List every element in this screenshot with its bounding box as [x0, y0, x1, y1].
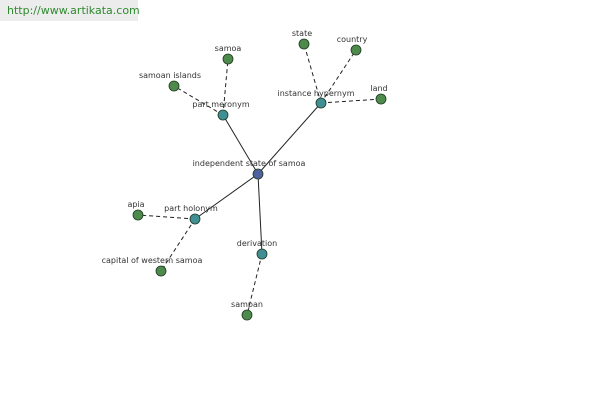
edge-instance-hypernym-state: [303, 43, 322, 104]
node-part-holonym[interactable]: [189, 213, 201, 225]
edge-instance-hypernym-land: [320, 98, 382, 104]
node-state-label: state: [292, 29, 312, 38]
node-derivation[interactable]: [256, 248, 268, 260]
node-center-label: independent state of samoa: [193, 159, 306, 168]
node-instance-hypernym-label: instance hypernym: [278, 89, 355, 98]
edge-part-holonym-apia: [137, 214, 196, 220]
node-part-holonym-label: part holonym: [164, 204, 218, 213]
edge-center-instance-hypernym: [257, 102, 322, 175]
nodes: [132, 38, 387, 321]
node-sampan[interactable]: [241, 309, 253, 321]
edges: [137, 43, 382, 316]
node-apia-label: apia: [127, 200, 144, 209]
node-land-label: land: [370, 84, 387, 93]
node-land[interactable]: [375, 93, 387, 105]
node-part-meronym[interactable]: [217, 109, 229, 121]
node-samoa-label: samoa: [215, 44, 242, 53]
node-part-meronym-label: part meronym: [192, 100, 249, 109]
node-apia[interactable]: [132, 209, 144, 221]
labels: independent state of samoa part meronym sa…: [102, 29, 388, 309]
edge-center-derivation: [257, 173, 263, 255]
edge-part-meronym-samoan-islands: [173, 85, 224, 116]
edge-center-part-meronym: [222, 114, 259, 175]
node-samoan-islands-label: samoan islands: [139, 71, 201, 80]
node-capital-of-western-samoa[interactable]: [155, 265, 167, 277]
edge-center-part-holonym: [194, 173, 259, 220]
node-state[interactable]: [298, 38, 310, 50]
node-samoan-islands[interactable]: [168, 80, 180, 92]
edge-part-meronym-samoa: [222, 58, 229, 116]
node-instance-hypernym[interactable]: [315, 97, 327, 109]
edge-derivation-sampan: [246, 253, 263, 316]
node-center[interactable]: [252, 168, 264, 180]
watermark: http://www.artikata.com: [0, 0, 140, 21]
node-sampan-label: sampan: [231, 300, 263, 309]
node-samoa[interactable]: [222, 53, 234, 65]
edge-instance-hypernym-country: [320, 49, 357, 104]
node-derivation-label: derivation: [237, 239, 277, 248]
node-capital-of-western-samoa-label: capital of western samoa: [102, 256, 203, 265]
node-country[interactable]: [350, 44, 362, 56]
edge-part-holonym-capital-of-western-samoa: [160, 218, 196, 272]
node-country-label: country: [337, 35, 368, 44]
watermark-text: http://www.artikata.com: [7, 4, 140, 17]
